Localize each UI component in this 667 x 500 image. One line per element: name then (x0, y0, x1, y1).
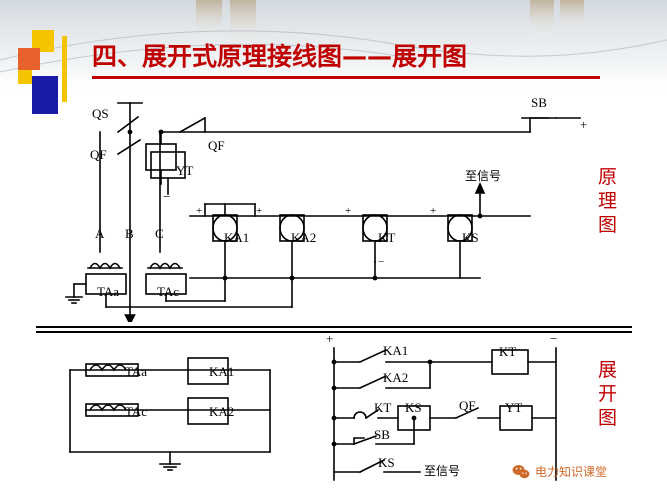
label-lower-yt: YT (505, 400, 523, 415)
label-to-signal-lower: 至信号 (424, 464, 461, 478)
title-underline (92, 76, 600, 79)
label-phase-a: A (95, 226, 105, 241)
label-ka2: KA2 (291, 230, 317, 245)
lower-side-label: 展 开 图 (598, 358, 617, 430)
lower-side-label-char-3: 图 (598, 407, 618, 429)
label-lower-kt-contact: KT (374, 400, 392, 415)
label-qf-right: QF (208, 138, 225, 153)
label-relay-plus-1: + (196, 205, 203, 217)
label-lower-plus: + (326, 331, 334, 346)
lower-right-schematic (331, 347, 557, 481)
label-relay-plus-2: + (256, 205, 263, 217)
label-bus-plus: + (580, 117, 588, 132)
upper-side-label-char-2: 理 (598, 190, 618, 212)
label-phase-b: B (125, 226, 134, 241)
label-qs: QS (92, 106, 109, 121)
label-sb: SB (531, 95, 547, 110)
label-lower-ka1-contact: KA1 (383, 343, 409, 358)
upper-side-label-char-3: 图 (598, 214, 618, 236)
label-lower-ka2: KA2 (209, 404, 235, 419)
lower-side-label-char-2: 开 (598, 383, 618, 405)
upper-schematic (65, 102, 581, 322)
watermark: 电力知识课堂 (512, 463, 607, 480)
label-yt-minus: − (163, 189, 171, 204)
page-title: 四、展开式原理接线图——展开图 (92, 42, 468, 71)
label-relay-plus-4: + (430, 205, 437, 217)
watermark-text: 电力知识课堂 (535, 465, 608, 479)
label-lower-ks-contact: KS (378, 455, 395, 470)
label-qf-left: QF (90, 147, 107, 162)
label-lower-ka1: KA1 (209, 364, 235, 379)
upper-side-label: 原 理 图 (598, 165, 617, 237)
label-relay-plus-3: + (345, 205, 352, 217)
lower-left-schematic (69, 357, 271, 471)
upper-side-label-char-1: 原 (598, 166, 618, 188)
label-phase-c: C (155, 226, 164, 241)
label-ks: KS (462, 230, 479, 245)
label-ka1: KA1 (224, 230, 250, 245)
background-photo-band (0, 0, 667, 95)
label-lower-ks-coil: KS (405, 400, 422, 415)
lower-side-label-char-1: 展 (598, 359, 618, 381)
label-lower-sb: SB (374, 427, 390, 442)
label-lower-taa: TAa (125, 364, 148, 379)
wechat-logo-icon (512, 464, 530, 478)
label-relay-minus: − (378, 256, 385, 268)
label-lower-minus: − (550, 331, 558, 346)
section-divider (36, 326, 632, 333)
label-lower-tac: TAc (125, 404, 148, 419)
label-taa: TAa (97, 284, 120, 299)
decor-squares (18, 30, 67, 114)
label-kt: KT (378, 230, 396, 245)
label-lower-qf: QF (459, 398, 476, 413)
label-tac: TAc (157, 284, 180, 299)
label-lower-ka2-contact: KA2 (383, 370, 409, 385)
label-to-signal-upper: 至信号 (465, 169, 502, 183)
label-yt: YT (176, 163, 194, 178)
label-lower-kt-coil: KT (499, 344, 517, 359)
